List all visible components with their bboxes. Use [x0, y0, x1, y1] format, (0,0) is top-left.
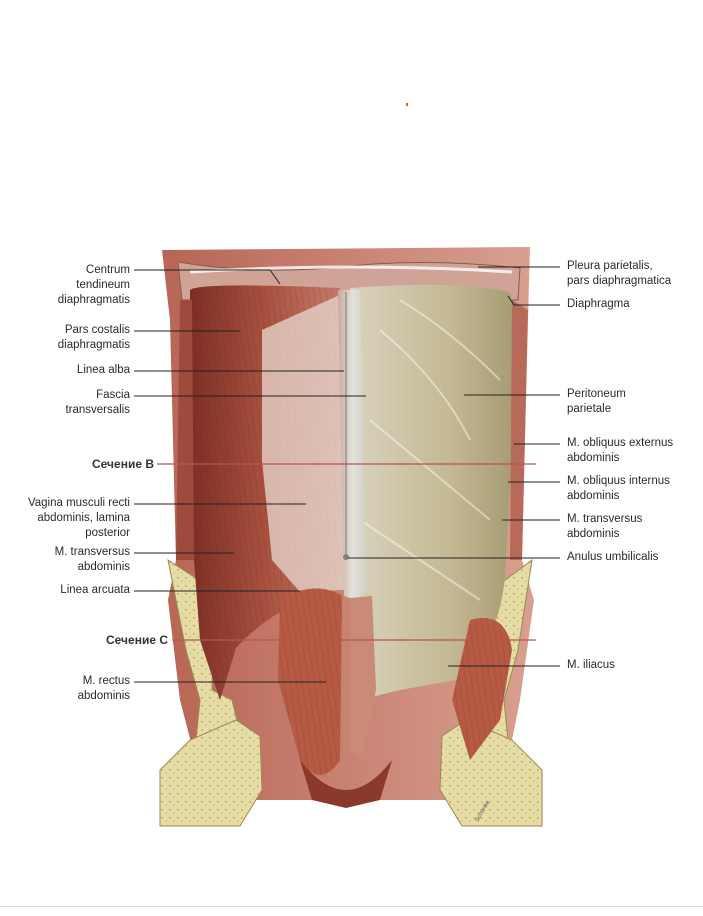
right-rectus-lower: [350, 596, 376, 760]
stray-mark: [406, 103, 408, 106]
label-anulus-umbilicalis: Anulus umbilicalis: [567, 551, 659, 563]
leader-diaphragma: [507, 295, 560, 306]
lateral-wall-right: [510, 300, 528, 560]
posterior-lamina: [262, 294, 344, 592]
leader-lines: [134, 266, 560, 683]
section-lines: [157, 463, 536, 641]
label-m-transversus-left: M. transversus abdominis: [54, 546, 130, 573]
label-section-c: Сечение C: [106, 633, 168, 647]
label-peritoneum: Peritoneum parietale: [567, 388, 626, 415]
left-femur: [159, 719, 263, 827]
label-centrum-tendineum: Centrum tendineum diaphragmatis: [57, 264, 130, 306]
umbilicus: [343, 554, 349, 560]
label-m-transversus-right: M. transversus abdominis: [567, 513, 643, 540]
label-vagina-musculi-recti: Vagina musculi recti abdominis, lamina p…: [27, 497, 130, 539]
label-section-b: Сечение B: [92, 457, 154, 471]
page-bottom-rule: [0, 906, 703, 907]
label-m-obliquus-externus: M. obliquus externus abdominis: [567, 437, 674, 464]
label-linea-alba: Linea alba: [76, 364, 130, 376]
label-linea-arcuata: Linea arcuata: [60, 584, 130, 596]
label-fascia-transversalis: Fascia transversalis: [65, 389, 130, 416]
peritoneum-sheet: [350, 284, 516, 700]
lateral-wall-left: [176, 300, 194, 560]
label-pars-costalis: Pars costalis diaphragmatis: [57, 324, 130, 351]
label-m-rectus: M. rectus abdominis: [77, 675, 130, 702]
label-pleura-parietalis: Pleura parietalis, pars diaphragmatica: [567, 260, 672, 287]
pelvic-floor: [300, 760, 392, 808]
label-diaphragma: Diaphragma: [567, 298, 630, 310]
label-m-obliquus-internus: M. obliquus internus abdominis: [567, 475, 670, 502]
label-m-iliacus: M. iliacus: [567, 659, 615, 671]
right-femur: [439, 719, 543, 827]
leader-centrum: [134, 269, 281, 285]
